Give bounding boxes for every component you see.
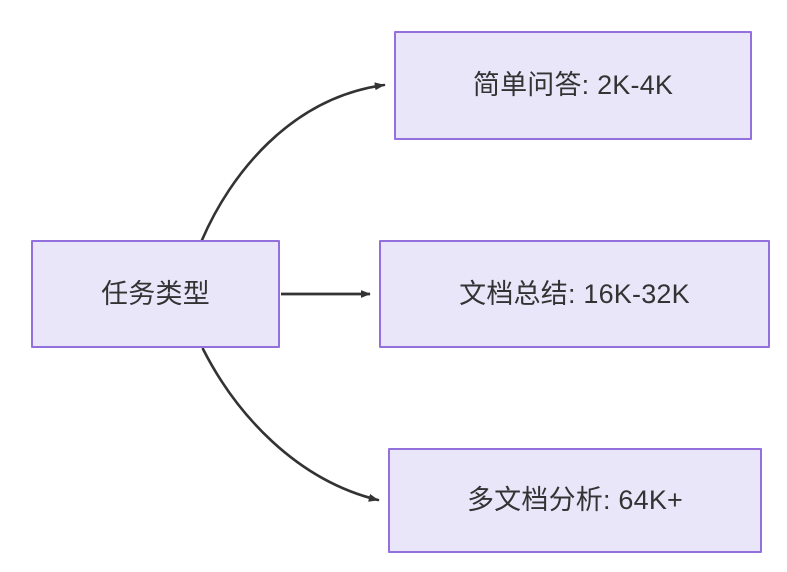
node-simple-qa-label: 简单问答: 2K-4K [472, 70, 674, 101]
edge-source-to-task-3 [201, 347, 380, 502]
node-task-type[interactable]: 任务类型 [31, 240, 280, 348]
node-multi-document-analysis-label: 多文档分析: 64K+ [466, 485, 683, 516]
edge-source-to-task-1 [200, 82, 386, 242]
node-task-type-label: 任务类型 [101, 278, 210, 309]
node-document-summary[interactable]: 文档总结: 16K-32K [379, 240, 770, 348]
node-simple-qa[interactable]: 简单问答: 2K-4K [394, 31, 752, 140]
node-multi-document-analysis[interactable]: 多文档分析: 64K+ [388, 448, 762, 553]
node-document-summary-label: 文档总结: 16K-32K [459, 278, 690, 309]
